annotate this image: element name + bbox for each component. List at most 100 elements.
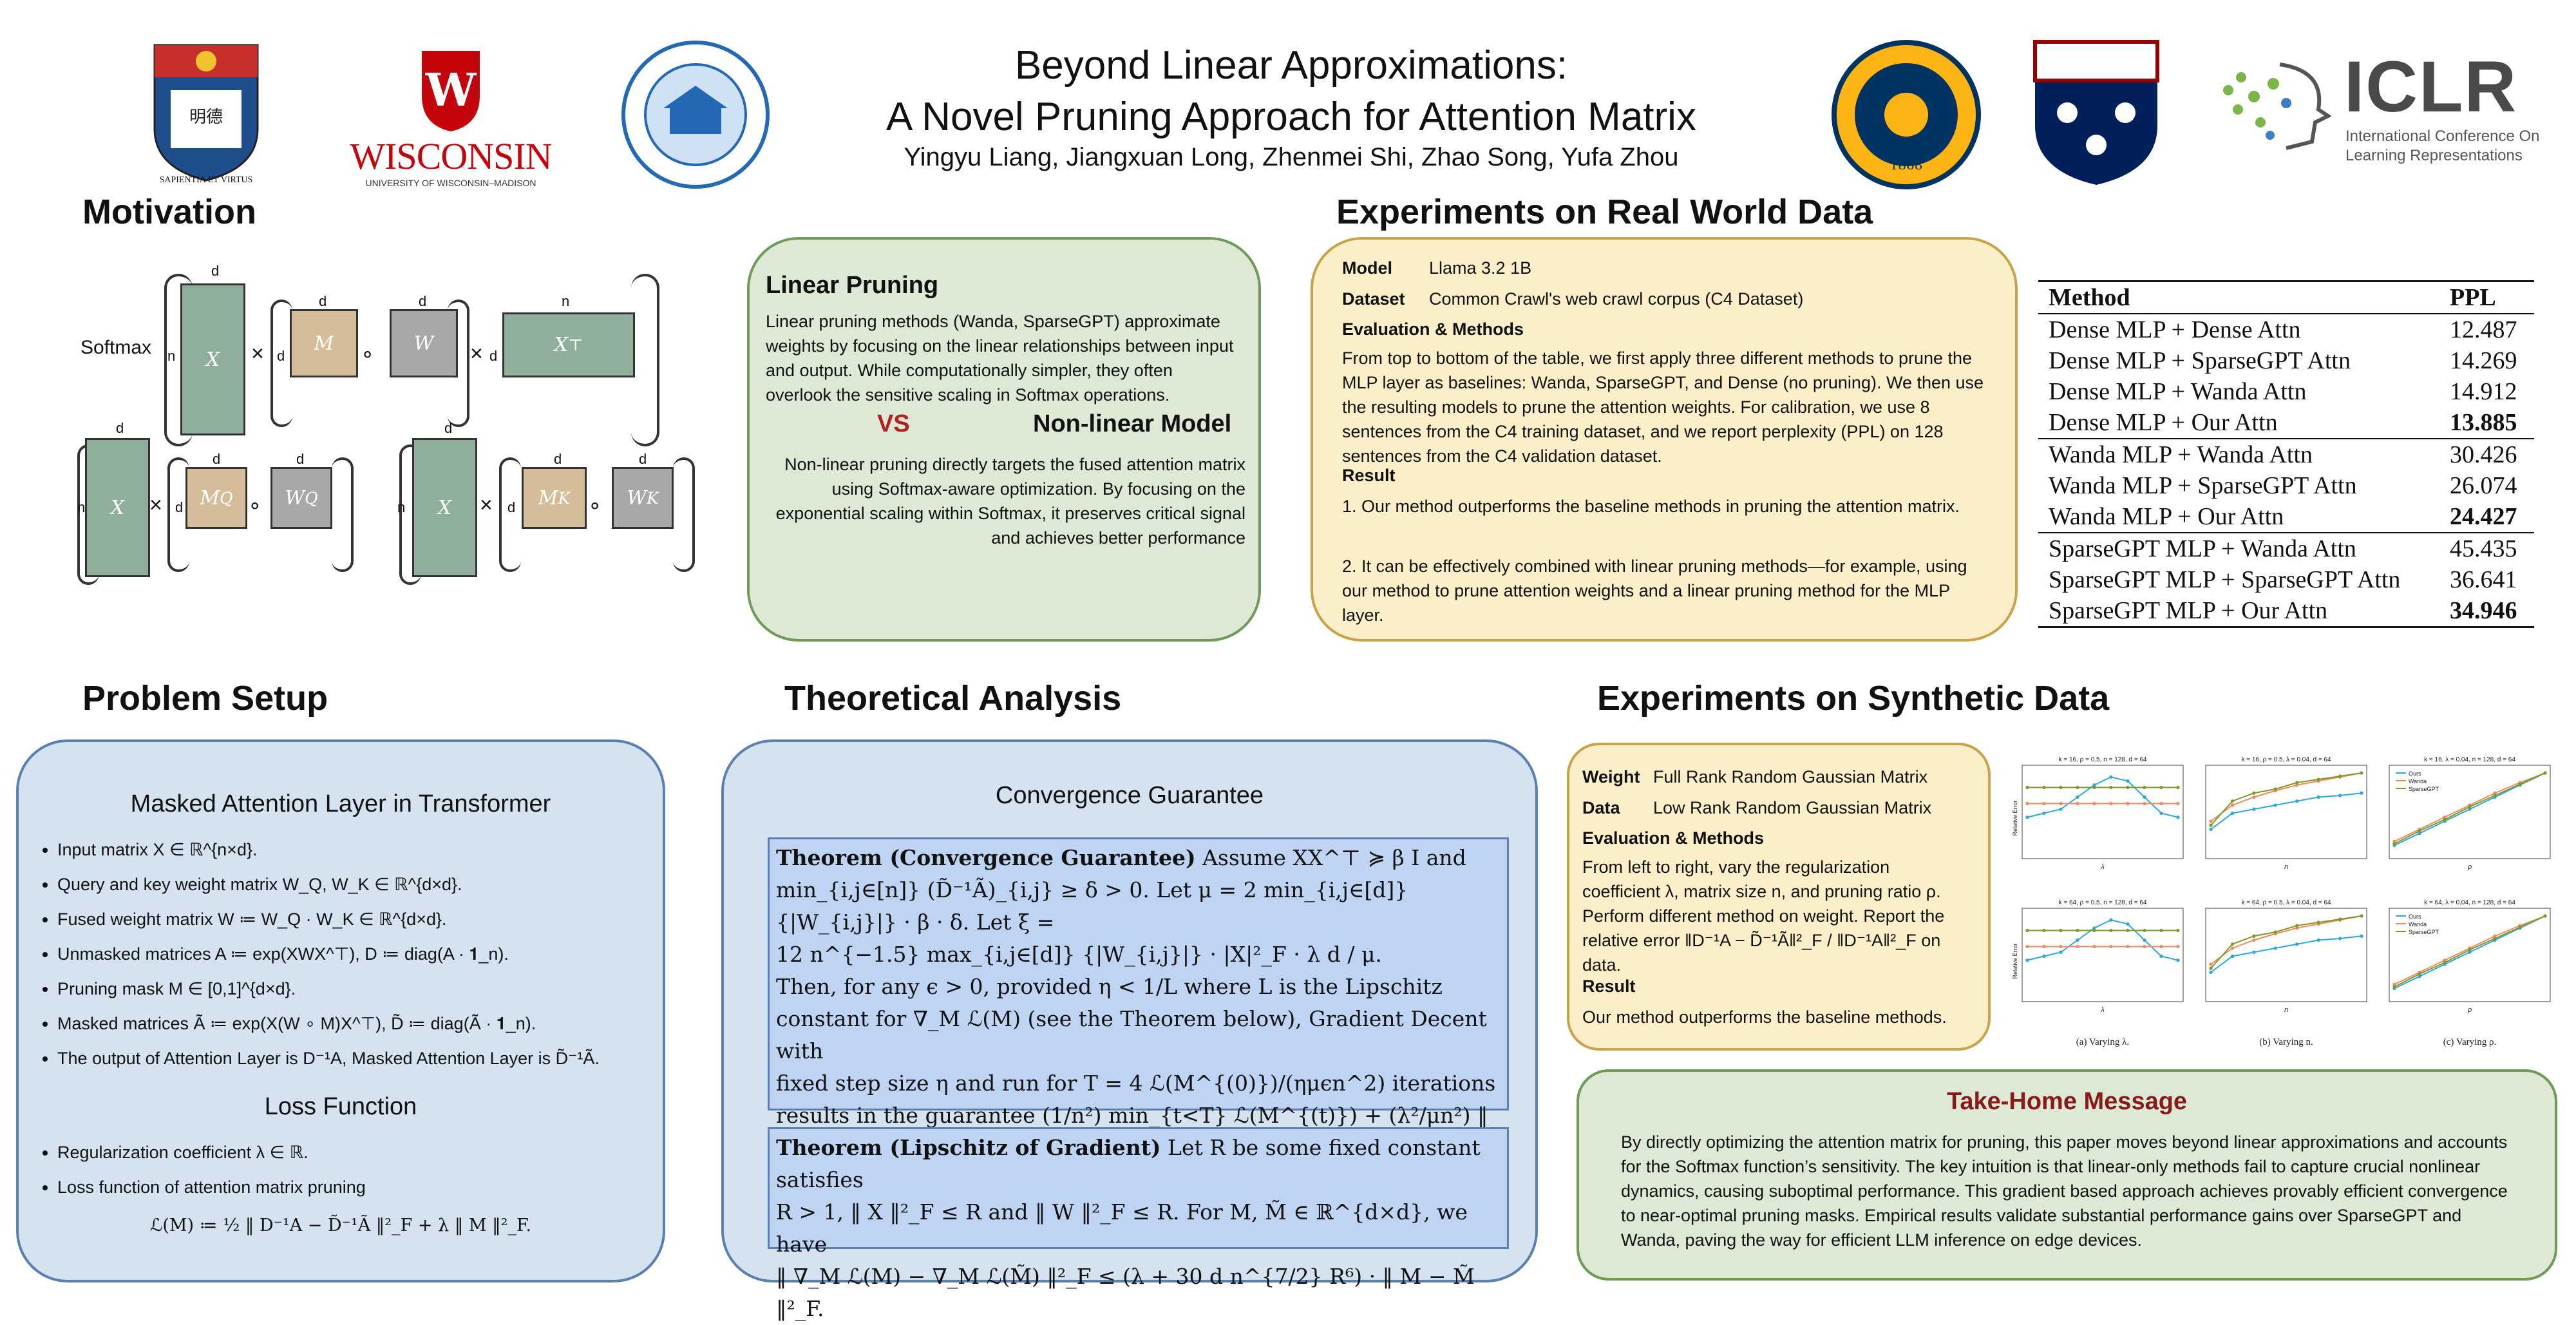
data-point-ours	[2059, 950, 2063, 954]
plot-title: k = 64, ρ = 0.5, n = 128, d = 64	[2059, 899, 2147, 906]
legend-label: SparseGPT	[2409, 929, 2439, 935]
data-point-ours	[2230, 811, 2235, 815]
data-point-ours	[2273, 803, 2277, 807]
legend-label: Ours	[2409, 770, 2421, 777]
data-point-wanda	[2252, 938, 2256, 942]
data-point-sgpt	[2252, 791, 2256, 795]
plot-title: k = 16, λ = 0.04, n = 128, d = 64	[2424, 756, 2515, 763]
data-point-sgpt	[2230, 942, 2235, 946]
data-point-sgpt	[2109, 785, 2113, 790]
data-point-ours	[2059, 807, 2063, 811]
plot-xlabel: λ	[2100, 1006, 2104, 1014]
scut-logo	[618, 37, 773, 192]
synthetic-heading: Experiments on Synthetic Data	[1597, 679, 2110, 718]
data-point-sgpt	[2143, 928, 2146, 933]
hku-logo: 明德	[142, 39, 270, 187]
data-point-wanda	[2295, 783, 2299, 787]
ppl-cell: 14.269	[2449, 347, 2517, 374]
data-point-ours	[2126, 922, 2130, 926]
vs-label: VS	[877, 410, 910, 437]
data-point-wanda	[2092, 801, 2096, 806]
model-label: Model	[1342, 258, 1392, 278]
problem-item: Unmasked matrices A ≔ exp(XWX^⊤), D ≔ di…	[57, 937, 676, 971]
plot-xlabel: λ	[2100, 863, 2104, 871]
matrix-w: W	[390, 309, 458, 377]
data-point-sgpt	[2143, 785, 2146, 790]
data-point-sgpt	[2518, 782, 2522, 786]
iclr-wordmark: ICLR	[2344, 46, 2518, 127]
thm1-line6: fixed step size η and run for T = 4 ℒ(M^…	[776, 1071, 1496, 1096]
data-point-sgpt	[2076, 785, 2079, 790]
data-point-sgpt	[2392, 985, 2396, 989]
data-point-wanda	[2230, 946, 2235, 950]
problem-item: Query and key weight matrix W_Q, W_K ∈ ℝ…	[57, 867, 676, 902]
linear-pruning-title: Linear Pruning	[766, 272, 939, 299]
legend-label: Wanda	[2409, 778, 2427, 785]
data-point-sgpt	[2109, 928, 2113, 933]
convergence-theorem-box: Theorem (Convergence Guarantee) Assume X…	[768, 837, 1509, 1160]
result-item-1: 1. Our method outperforms the baseline m…	[1342, 497, 1960, 516]
plot-caption: (c) Varying ρ.	[2443, 1037, 2497, 1047]
table-row: Dense MLP + Wanda Attn 14.912	[2038, 376, 2534, 407]
method-cell: Wanda MLP + Our Attn	[2049, 503, 2284, 530]
real-world-panel: Model Llama 3.2 1B Dataset Common Crawl'…	[1311, 237, 2018, 642]
data-point-sgpt	[2518, 925, 2522, 929]
data-point-wanda	[2252, 795, 2256, 799]
thm1-line3: 12 n^{−1.5} max_{i,j∈[d]} {|W_{i,j}|} · …	[776, 942, 1382, 967]
data-point-ours	[2252, 950, 2256, 954]
weight-value: Full Rank Random Gaussian Matrix	[1653, 767, 1928, 786]
data-point-wanda	[2159, 944, 2163, 949]
ppl-cell: 36.641	[2449, 566, 2517, 593]
data-point-sgpt	[2316, 920, 2320, 924]
data-point-wanda	[2025, 801, 2029, 806]
poster-title-line1: Beyond Linear Approximations:	[1014, 43, 1568, 88]
data-point-sgpt	[2468, 948, 2472, 952]
data-point-ours	[2092, 783, 2096, 787]
data-point-wanda	[2109, 801, 2113, 806]
data-point-wanda	[2059, 944, 2063, 949]
data-point-sgpt	[2209, 966, 2213, 970]
method-cell: Dense MLP + Wanda Attn	[2049, 378, 2307, 405]
series-line-sgpt	[2210, 772, 2362, 826]
thm2-line1: Let R be some fixed constant satisfies	[776, 1135, 1481, 1192]
data-point-sgpt	[2543, 771, 2547, 775]
ppl-cell: 26.074	[2449, 472, 2517, 499]
thm2-title: Theorem (Lipschitz of Gradient)	[776, 1135, 1161, 1160]
plot-caption: (b) Varying n.	[2259, 1037, 2313, 1047]
table-header-method: Method	[2049, 284, 2130, 311]
ppl-cell: 14.912	[2449, 378, 2517, 405]
data-point-ours	[2360, 934, 2363, 938]
iclr-subtitle-1: International Conference On	[2345, 128, 2540, 145]
thm1-title: Theorem (Convergence Guarantee)	[776, 845, 1196, 870]
penn-shield	[2029, 35, 2164, 190]
result-item-2: 2. It can be effectively combined with l…	[1342, 557, 1967, 625]
data-point-sgpt	[2230, 799, 2235, 803]
data-point-ours	[2092, 926, 2096, 930]
plot-caption: (a) Varying λ.	[2076, 1037, 2129, 1047]
data-point-wanda	[2076, 944, 2079, 949]
series-line-ours	[2210, 792, 2362, 830]
synthetic-result-title: Result	[1582, 977, 1636, 996]
matrix-x: X	[180, 283, 245, 435]
thm1-line5: constant for ∇_M ℒ(M) (see the Theorem b…	[776, 1006, 1487, 1063]
ppl-cell: 13.885	[2449, 409, 2517, 436]
data-point-ours	[2360, 791, 2363, 795]
data-point-sgpt	[2252, 934, 2256, 938]
data-point-ours	[2418, 975, 2421, 978]
loss-items-list: Regularization coefficient λ ∈ ℝ.Loss fu…	[19, 1135, 676, 1205]
data-point-sgpt	[2295, 781, 2299, 785]
data-point-wanda	[2443, 958, 2447, 962]
data-point-wanda	[2159, 801, 2163, 806]
data-point-sgpt	[2443, 817, 2447, 822]
thm1-line4: Then, for any ϵ > 0, provided η < 1/L wh…	[776, 974, 1443, 999]
dataset-label: Dataset	[1342, 289, 1405, 309]
convergence-subtitle: Convergence Guarantee	[995, 782, 1264, 809]
data-point-ours	[2468, 807, 2472, 811]
data-point-ours	[2252, 807, 2256, 811]
data-point-wanda	[2092, 944, 2096, 949]
plot-ylabel: Relative Error	[2012, 943, 2018, 978]
